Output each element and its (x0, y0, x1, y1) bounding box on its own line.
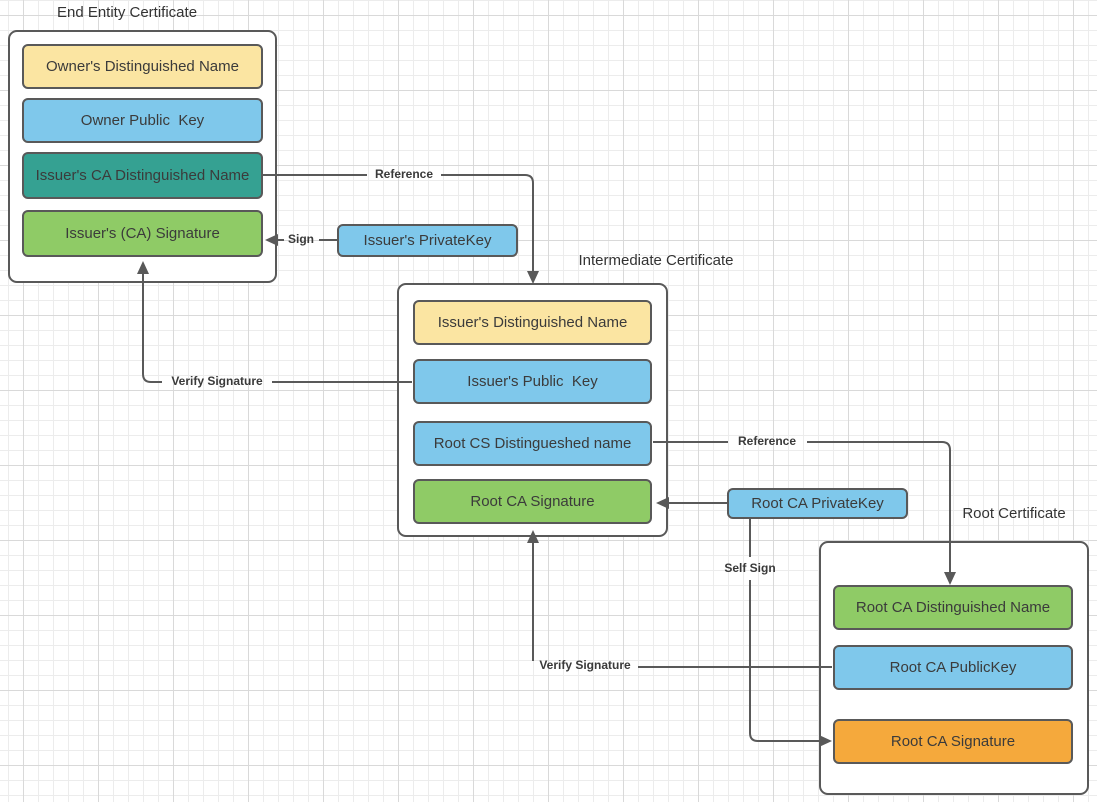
issuers-distinguished-name-box[interactable]: Issuer's Distinguished Name (413, 300, 652, 345)
root-ca-privatekey-label: Root CA PrivateKey (751, 495, 884, 512)
reference-label-1: Reference (374, 167, 434, 181)
sign-label: Sign (288, 232, 314, 246)
root-ca-distinguished-name-box[interactable]: Root CA Distinguished Name (833, 585, 1073, 630)
root-ca-distinguished-name-label: Root CA Distinguished Name (855, 599, 1051, 616)
verify-signature-label-1: Verify Signature (171, 374, 263, 388)
issuers-privatekey-label: Issuer's PrivateKey (363, 232, 492, 249)
issuers-ca-distinguished-name-label: Issuer's CA Distinguished Name (35, 167, 250, 184)
verify-signature-label-2: Verify Signature (539, 658, 631, 672)
owners-distinguished-name-box[interactable]: Owner's Distinguished Name (22, 44, 263, 89)
issuers-ca-signature-label: Issuer's (CA) Signature (65, 225, 220, 242)
issuers-distinguished-name-label: Issuer's Distinguished Name (437, 314, 628, 331)
root-ca-signature-label: Root CA Signature (890, 733, 1016, 750)
root-certificate-title: Root Certificate (962, 505, 1066, 522)
self-sign-label: Self Sign (724, 561, 776, 575)
root-ca-privatekey-box[interactable]: Root CA PrivateKey (727, 488, 908, 519)
owners-distinguished-name-label: Owner's Distinguished Name (46, 58, 239, 75)
connector-verify-signature-to-intermediate[interactable] (527, 530, 832, 668)
intermediate-root-ca-signature-label: Root CA Signature (470, 493, 595, 510)
owner-public-key-box[interactable]: Owner Public Key (22, 98, 263, 143)
root-cs-distingueshed-name-box[interactable]: Root CS Distingueshed name (413, 421, 652, 466)
root-cs-distingueshed-name-label: Root CS Distingueshed name (433, 435, 632, 452)
intermediate-root-ca-signature-box[interactable]: Root CA Signature (413, 479, 652, 524)
issuers-ca-signature-box[interactable]: Issuer's (CA) Signature (22, 210, 263, 257)
issuers-public-key-box[interactable]: Issuer's Public Key (413, 359, 652, 404)
issuers-public-key-label: Issuer's Public Key (467, 373, 598, 390)
issuers-ca-distinguished-name-box[interactable]: Issuer's CA Distinguished Name (22, 152, 263, 199)
intermediate-certificate-title: Intermediate Certificate (578, 252, 734, 269)
issuers-privatekey-box[interactable]: Issuer's PrivateKey (337, 224, 518, 257)
reference-label-2: Reference (737, 434, 797, 448)
root-ca-publickey-label: Root CA PublicKey (889, 659, 1017, 676)
end-entity-certificate-title: End Entity Certificate (56, 4, 198, 21)
owner-public-key-label: Owner Public Key (80, 112, 205, 129)
root-ca-publickey-box[interactable]: Root CA PublicKey (833, 645, 1073, 690)
root-ca-signature-box[interactable]: Root CA Signature (833, 719, 1073, 764)
